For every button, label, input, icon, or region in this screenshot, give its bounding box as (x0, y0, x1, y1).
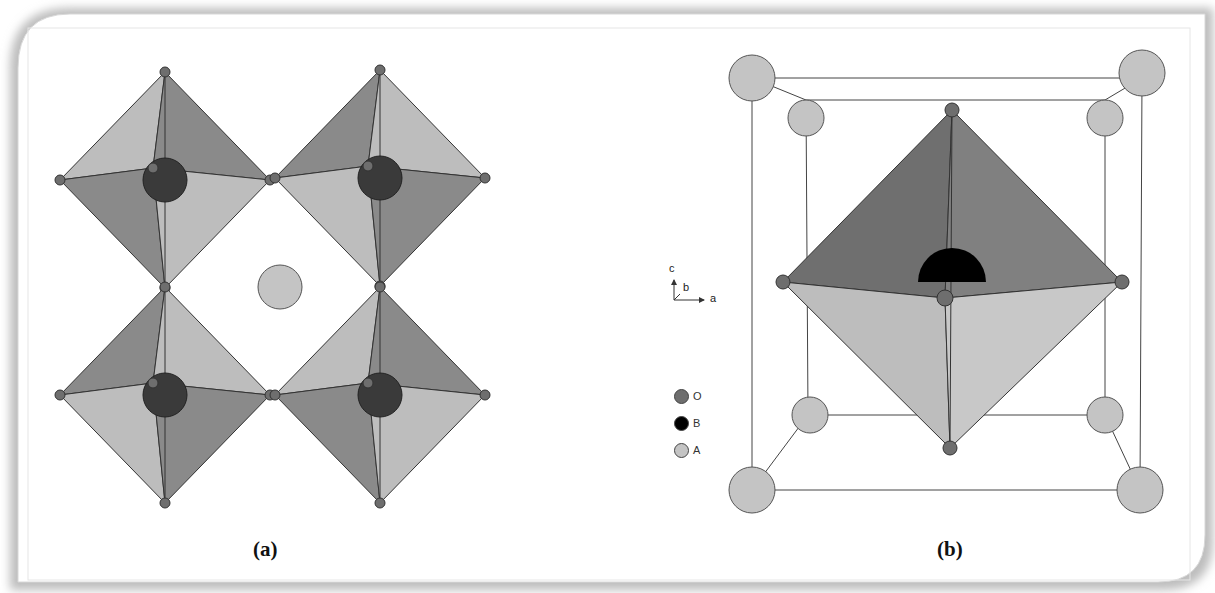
axis-label: c (669, 262, 675, 274)
legend-text: B (693, 417, 700, 429)
axis-label: a (710, 292, 716, 304)
legend-text: A (693, 444, 700, 456)
legend-swatch (674, 389, 689, 404)
frame-shadow (10, 8, 1213, 590)
legend-swatch (674, 443, 689, 458)
a-site-atom (258, 265, 302, 309)
panel-label: (b) (937, 537, 963, 562)
panel-label: (a) (253, 537, 278, 562)
axis-label: b (683, 281, 689, 293)
legend-text: O (693, 390, 702, 402)
legend-swatch (674, 416, 689, 431)
axis-arrows (674, 280, 704, 300)
octahedra-a (55, 65, 490, 508)
unit-cell-b (729, 50, 1165, 513)
frame (18, 14, 1205, 582)
inner-frame (28, 28, 1190, 580)
